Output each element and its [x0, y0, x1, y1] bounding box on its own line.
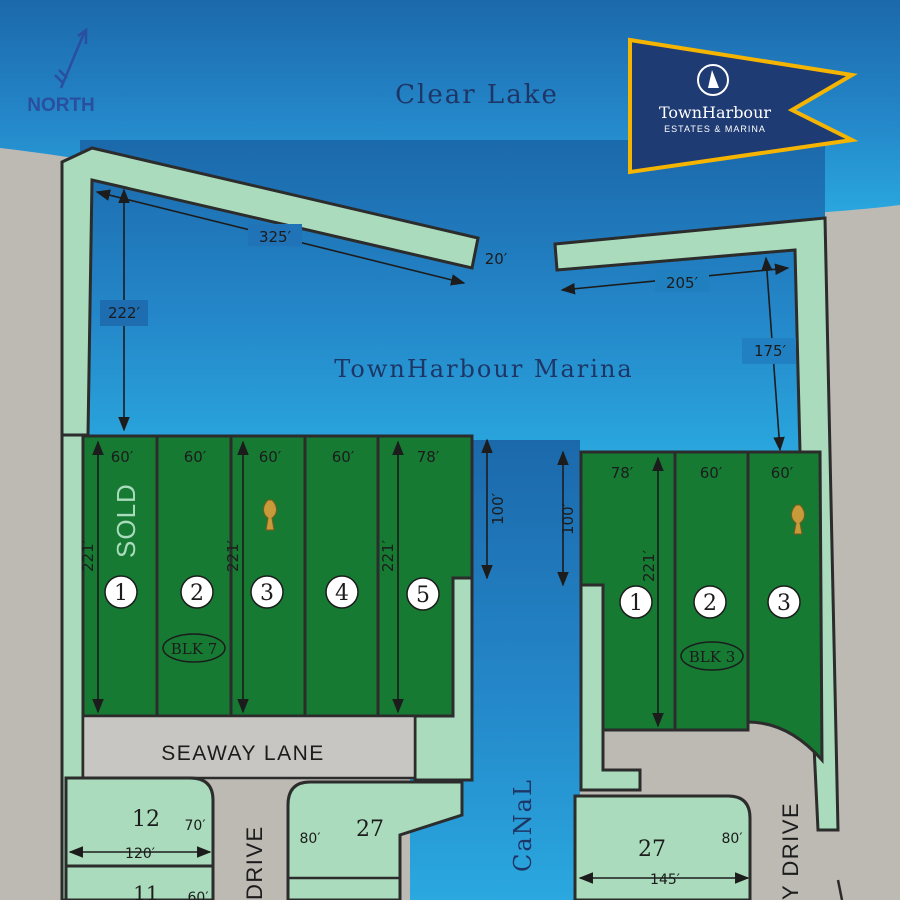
lot-number[interactable]: 5	[416, 583, 430, 608]
lot-number[interactable]: 1	[114, 581, 128, 606]
lot-12	[64, 776, 215, 868]
block-7-outline	[81, 434, 474, 718]
dim-right-depth: 175′	[754, 342, 787, 360]
tree-icon	[791, 504, 805, 535]
block3-lot-numbers	[619, 585, 801, 619]
lot-11-number: 11	[133, 881, 158, 900]
lot-width: 78′	[611, 464, 634, 482]
block-7	[81, 434, 474, 718]
dim-left-wall-end: 20′	[485, 250, 508, 268]
townharbour-logo: TownHarbour ESTATES & MARINA	[628, 37, 859, 175]
dim-bg	[742, 338, 796, 364]
lot-number[interactable]: 3	[260, 581, 274, 606]
lot-width: 60′	[700, 464, 723, 482]
block7-lot-numbers	[104, 575, 440, 611]
lot-11-side: 60′	[188, 890, 209, 900]
lot-number[interactable]: 2	[703, 591, 717, 616]
block-7-label: BLK 7	[171, 640, 218, 658]
lot-27-right-side: 80′	[722, 831, 743, 847]
lot-27-left-side: 80′	[300, 831, 321, 847]
dim-block7-depth: 100′	[489, 492, 507, 525]
block-7-badge	[162, 633, 226, 663]
dim-block3-lot-depth: 221′	[640, 549, 658, 582]
lot-27-left-number: 27	[356, 817, 384, 842]
dim-bg	[100, 300, 148, 326]
lot-number[interactable]: 1	[629, 591, 643, 616]
lot-width: 60′	[111, 448, 134, 466]
left-drive-label: DRIVE	[242, 825, 267, 900]
logo-tagline: ESTATES & MARINA	[664, 124, 766, 134]
lot-27-right-number: 27	[638, 837, 666, 862]
lot-width: 60′	[184, 448, 207, 466]
north-arrow-icon	[54, 27, 88, 89]
lake-label: Clear Lake	[395, 80, 559, 110]
dim-left-wall: 325′	[259, 228, 292, 246]
lot-number[interactable]: 2	[190, 581, 204, 606]
block-3-badge	[680, 641, 744, 671]
right-drive-label: Y DRIVE	[778, 802, 803, 900]
dim-lot-depth-5: 221′	[379, 539, 397, 572]
lot-width: 78′	[417, 448, 440, 466]
canal-label: CaNaL	[509, 778, 537, 872]
lot-12-side: 70′	[185, 818, 206, 834]
lot-number[interactable]: 3	[777, 591, 791, 616]
tree-icon	[263, 499, 277, 531]
dim-bg	[655, 270, 709, 292]
right-drive-road	[836, 879, 844, 900]
sold-label: SOLD	[111, 483, 141, 558]
logo-name: TownHarbour	[659, 103, 771, 122]
lot-12-width: 120′	[125, 846, 155, 862]
seaway-lane-road	[81, 714, 417, 780]
block-3-label: BLK 3	[689, 648, 736, 666]
lot-number[interactable]: 4	[335, 581, 349, 606]
seaway-lane-label: SEAWAY LANE	[161, 742, 325, 765]
dim-right-wall: 205′	[666, 274, 699, 292]
dim-lot-depth-3: 221′	[224, 539, 242, 572]
lot-12-number: 12	[132, 807, 160, 832]
marina-label: TownHarbour Marina	[334, 355, 633, 383]
dim-bg	[248, 224, 302, 246]
lot-width: 60′	[332, 448, 355, 466]
dim-block3-depth: 100′	[559, 502, 577, 535]
dim-left-depth: 222′	[108, 304, 141, 322]
lot-width: 60′	[259, 448, 282, 466]
lot-27-left	[286, 780, 464, 900]
dim-lot-depth-1: 221′	[79, 539, 97, 572]
north-label: NORTH	[27, 95, 95, 116]
lot-27-right-width: 145′	[650, 872, 680, 888]
sailboat-icon	[697, 64, 729, 96]
lot-width: 60′	[771, 464, 794, 482]
lot-11	[64, 864, 215, 900]
